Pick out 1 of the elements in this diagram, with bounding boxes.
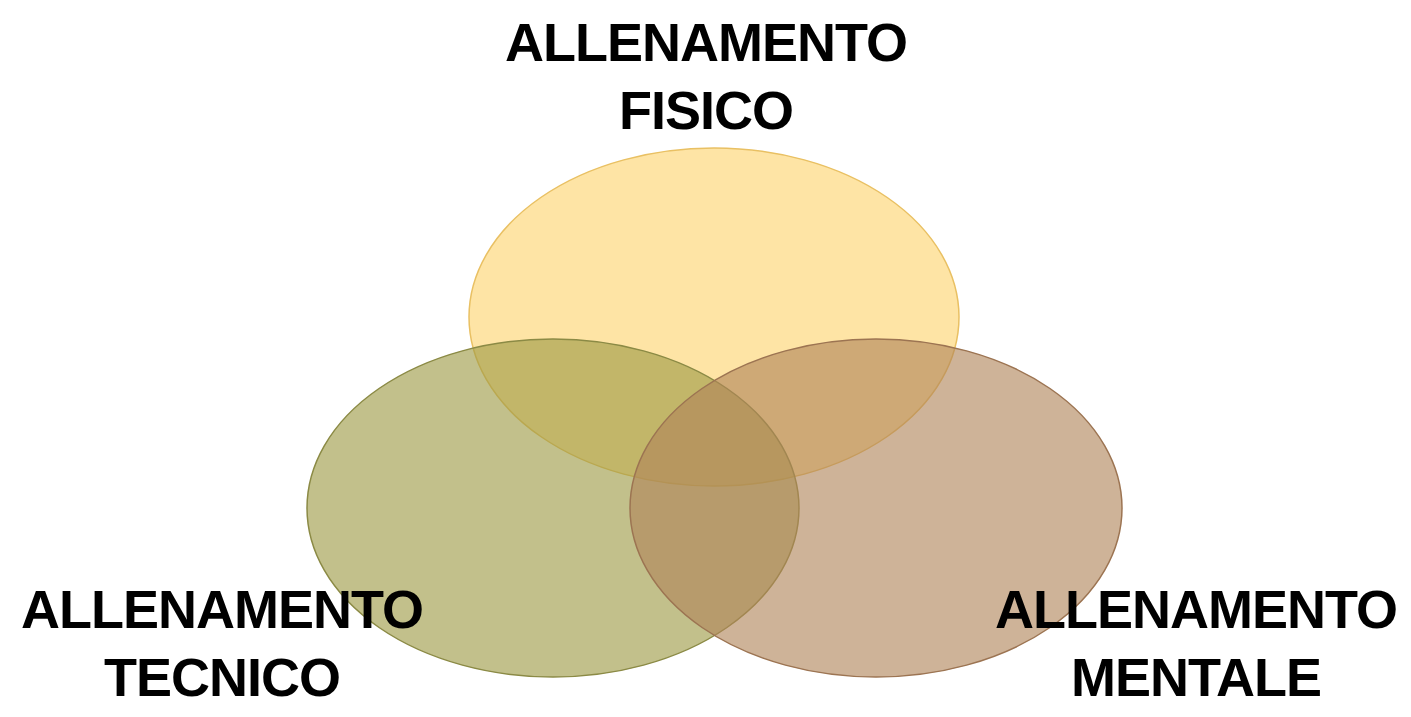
set-label: ALLENAMENTO FISICO	[504, 11, 908, 142]
